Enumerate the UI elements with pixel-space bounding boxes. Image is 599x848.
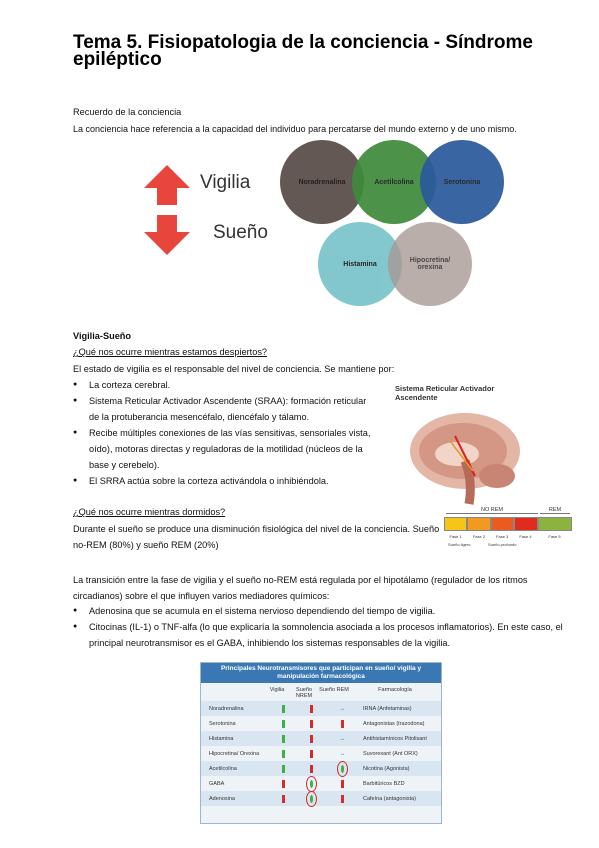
question-despiertos: ¿Qué nos ocurre mientras estamos despier…: [73, 347, 268, 357]
mediators-bullets: Adenosina que se acumula en el sistema n…: [73, 603, 573, 651]
phase-label: Fase 3: [496, 534, 509, 539]
phase-label: Fase 2: [472, 534, 486, 539]
sueno-label: Sueño: [213, 222, 268, 243]
page-title: Tema 5. Fisiopatologia de la conciencia …: [73, 32, 533, 70]
vigilia-intro: El estado de vigilia es el responsable d…: [73, 364, 395, 374]
down-arrow-icon: [144, 215, 190, 255]
list-item: Recibe múltiples conexiones de las vías …: [73, 425, 373, 473]
brain-image: [410, 413, 520, 505]
list-item: Sistema Reticular Activador Ascendente (…: [73, 393, 373, 425]
neurotransmitter-rows: Noradrenalina↔IRNA (Anfetaminas) Seroton…: [201, 701, 441, 807]
venn-circle-serotonina: Serotonina: [420, 140, 504, 224]
phase-label: Fase 1: [449, 534, 462, 539]
sleep-text: Durante el sueño se produce una disminuc…: [73, 524, 440, 550]
phase-4-block: [514, 517, 538, 531]
nrem-label: NO REM: [446, 507, 538, 514]
phase-2-block: [467, 517, 491, 531]
section-heading-recuerdo: Recuerdo de la conciencia: [73, 107, 182, 117]
phase-label: Fase 4: [519, 534, 532, 539]
sleep-stages-figure: NO REM REM Fase 1 Fase 2 Fase 3 Fase 4 F…: [444, 507, 572, 552]
deep-sleep-label: Sueño profundo: [488, 542, 517, 547]
brain-figure: Sistema Reticular Activador Ascendente: [395, 384, 530, 505]
table-row: Hipocretina/ Orexina↔Suvorexant (Ant ORX…: [201, 746, 441, 761]
table-row: Histamina↔Antihistamínicos Pitolisant: [201, 731, 441, 746]
vigilia-label: Vigilia: [200, 172, 251, 193]
vigilia-bullets: La corteza cerebral. Sistema Reticular A…: [73, 377, 373, 489]
list-item: Citocinas (IL-1) o TNF-alfa (lo que expl…: [73, 619, 573, 651]
phase-5-block: [537, 517, 572, 531]
question-dormidos: ¿Qué nos ocurre mientras dormidos?: [73, 507, 226, 517]
list-item: La corteza cerebral.: [73, 377, 373, 393]
list-item: Adenosina que se acumula en el sistema n…: [73, 603, 573, 619]
brain-figure-title: Sistema Reticular Activador Ascendente: [395, 384, 495, 402]
venn-circle-hipocretina: Hipocretina/ orexina: [388, 222, 472, 306]
conciencia-definition: La conciencia hace referencia a la capac…: [73, 124, 517, 134]
phase-1-block: [444, 517, 468, 531]
venn-circle-noradrenalina: Noradrenalina: [280, 140, 364, 224]
table-row: Noradrenalina↔IRNA (Anfetaminas): [201, 701, 441, 716]
phase-label: Fase 5: [548, 534, 561, 539]
table-header: Vigilia Sueño NREM Sueño REM Farmacologí…: [201, 683, 441, 701]
neurotransmitter-table: Principales Neurotransmisores que partic…: [200, 662, 442, 824]
list-item: El SRRA actúa sobre la corteza activándo…: [73, 473, 373, 489]
vigilia-sueno-arrows: [144, 165, 190, 255]
up-arrow-icon: [144, 165, 190, 205]
rem-label: REM: [540, 507, 570, 514]
section-heading-vigilia-sueno: Vigilia-Sueño: [73, 331, 132, 341]
light-sleep-label: Sueño ligero: [448, 542, 471, 547]
table-title: Principales Neurotransmisores que partic…: [201, 663, 441, 683]
transition-text: La transición entre la fase de vigilia y…: [73, 575, 528, 601]
phase-3-block: [490, 517, 515, 531]
